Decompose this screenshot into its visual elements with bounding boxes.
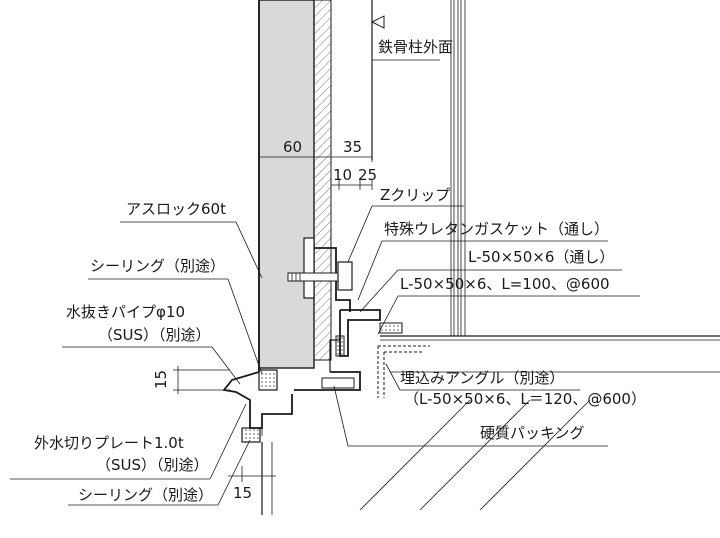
through-angle (339, 309, 381, 357)
dim-drip-height: 15 (152, 370, 170, 389)
dim-gap: 35 (343, 138, 362, 156)
label-flashing-1: 外水切りプレート1.0t (34, 434, 184, 452)
label-drain-pipe-2: （SUS）（別途） (98, 326, 211, 344)
label-angle-through: L-50×50×6（通し） (468, 248, 614, 266)
gasket-side (335, 335, 345, 357)
dim-bottom (228, 466, 276, 482)
dim-bottom-gap: 15 (233, 484, 252, 502)
alc-panel (258, 0, 315, 369)
embedded-angle (377, 345, 430, 398)
label-embed-angle-2: （L-50×50×6、L＝120、@600） (404, 390, 646, 408)
column-face-marker (370, 15, 385, 29)
sealing-bottom-block (241, 427, 261, 443)
label-drain-pipe-1: 水抜きパイプφ10 (66, 303, 185, 321)
label-alc: アスロック60t (126, 200, 226, 218)
bolt (287, 261, 353, 291)
steel-column (450, 0, 466, 336)
label-gasket: 特殊ウレタンガスケット（通し） (384, 220, 609, 238)
label-embed-angle-1: 埋込みアングル（別途） (400, 369, 564, 387)
label-sealing-bottom: シーリング（別途） (78, 486, 213, 504)
dim-sub-10: 10 (333, 166, 352, 184)
label-packing: 硬質パッキング (480, 424, 585, 442)
leaders-left (10, 221, 263, 506)
label-flashing-2: （SUS）（別途） (96, 456, 209, 474)
urethane-gasket (379, 322, 403, 334)
label-z-clip: Zクリップ (380, 186, 450, 204)
label-sealing-top: シーリング（別途） (90, 257, 225, 275)
dim-sub-25: 25 (358, 166, 377, 184)
floor-slab (359, 335, 720, 511)
label-column-face: 鉄骨柱外面 (378, 38, 453, 56)
leaders-right (333, 59, 640, 447)
dim-top (258, 152, 373, 190)
bottom-angle (294, 339, 361, 391)
dim-drip (173, 366, 230, 394)
dim-panel-width: 60 (283, 138, 302, 156)
z-clip (303, 237, 351, 312)
sealing-top-block (258, 369, 278, 391)
label-angle-pitch: L-50×50×6、L=100、@600 (400, 275, 610, 293)
drip-flashing (222, 371, 293, 436)
hatched-zone (313, 0, 332, 361)
